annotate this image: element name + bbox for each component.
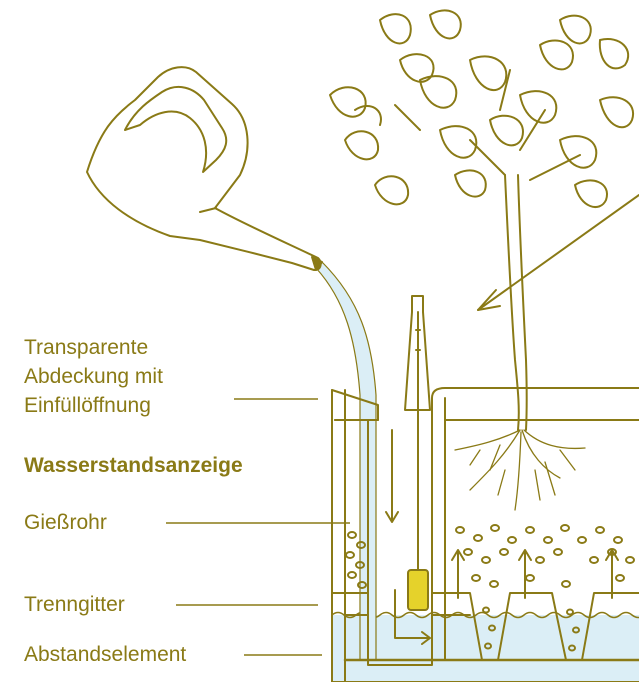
watering-can: [87, 67, 322, 270]
label-transparent-cover: Transparente Abdeckung mit Einfüllöffnun…: [24, 333, 163, 420]
water-level-indicator: [405, 296, 430, 610]
pointer-arrow: [478, 195, 639, 310]
roots: [455, 430, 585, 510]
label-transparent-cover-line-2: Abdeckung mit: [24, 362, 163, 391]
label-separation-grid: Trenngitter: [24, 590, 125, 619]
label-water-level-indicator: Wasserstandsanzeige: [24, 451, 243, 480]
tree-trunk: [505, 175, 527, 430]
tree-canopy: [330, 10, 633, 207]
label-transparent-cover-line-1: Transparente: [24, 333, 163, 362]
label-pouring-pipe: Gießrohr: [24, 508, 107, 537]
label-spacer-element: Abstandselement: [24, 640, 186, 669]
label-transparent-cover-line-3: Einfüllöffnung: [24, 391, 163, 420]
